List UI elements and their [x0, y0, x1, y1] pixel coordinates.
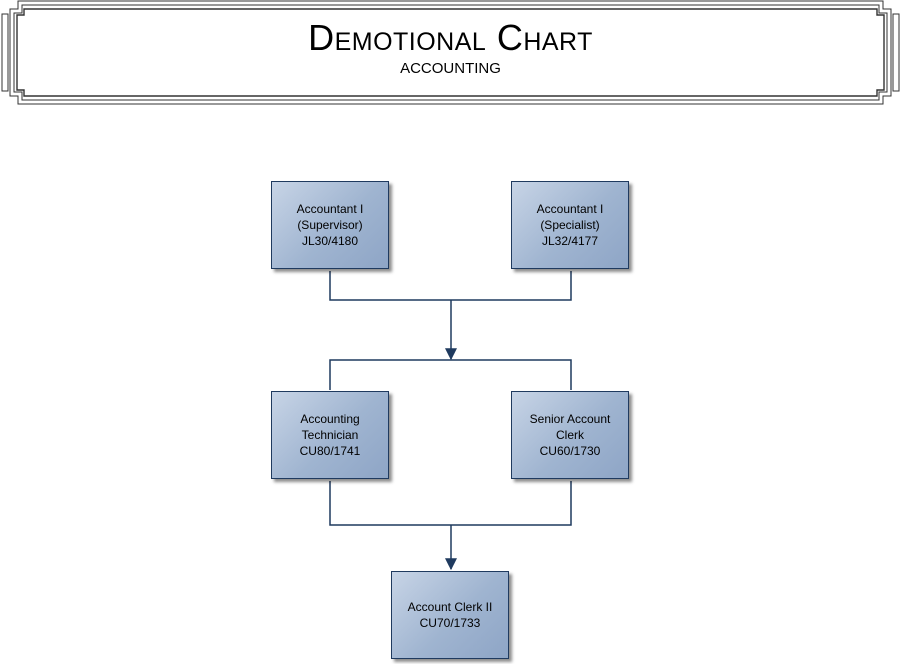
node-accountant-specialist: Accountant I (Specialist) JL32/4177 — [511, 181, 629, 269]
node-line: (Specialist) — [540, 218, 600, 232]
node-line: Account Clerk II — [407, 600, 493, 614]
node-account-clerk-ii: Account Clerk II CU70/1733 — [391, 571, 509, 659]
node-accountant-supervisor: Accountant I (Supervisor) JL30/4180 — [271, 181, 389, 269]
node-senior-account-clerk: Senior Account Clerk CU60/1730 — [511, 391, 629, 479]
node-line: CU60/1730 — [539, 444, 601, 458]
node-line: JL30/4180 — [301, 234, 359, 248]
connector-top-merge — [329, 271, 572, 301]
connector-middle-split — [329, 359, 572, 390]
node-line: CU80/1741 — [299, 444, 361, 458]
connector-middle-merge — [329, 481, 572, 526]
node-line: Accountant I — [296, 202, 364, 216]
node-line: Accountant I — [536, 202, 604, 216]
title-frame — [1, 0, 900, 105]
node-line: Accounting — [300, 412, 360, 426]
node-line: JL32/4177 — [541, 234, 599, 248]
node-line: CU70/1733 — [419, 616, 481, 630]
node-line: Senior Account — [529, 412, 611, 426]
node-line: Technician — [301, 428, 359, 442]
node-accounting-technician: Accounting Technician CU80/1741 — [271, 391, 389, 479]
page-subtitle: ACCOUNTING — [400, 60, 501, 77]
page-title: Demotional Chart — [308, 17, 593, 58]
node-line: Clerk — [555, 428, 584, 442]
node-line: (Supervisor) — [297, 218, 363, 232]
